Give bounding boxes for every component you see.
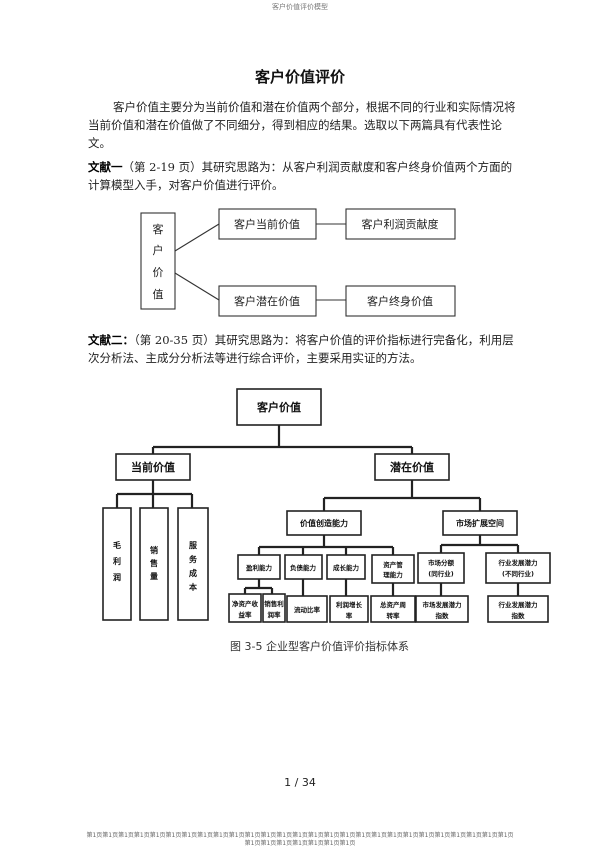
- d2-service-cost-char: 本: [188, 582, 197, 592]
- d2-roe-label: 净资产收: [232, 599, 259, 608]
- d2-service-cost-box: [177, 507, 209, 621]
- d2-market-share-box: [417, 552, 465, 584]
- footer: 第1页第1页第1页第1页第1页第1页第1页第1页第1页第1页第1页第1页第1页第…: [40, 832, 560, 848]
- d2-market-space-box: [442, 510, 518, 536]
- literature-one-label: 文献一: [88, 160, 123, 174]
- d2-industry-potential-index-box: [487, 595, 549, 623]
- d2-potential-value-box: [374, 453, 450, 481]
- d2-industry-potential-index-label: 行业发展潜力: [498, 600, 539, 609]
- d1-lifetime-value-label: 客户终身价值: [367, 294, 433, 308]
- d2-growth-capacity-box: [326, 554, 366, 580]
- d1-connector: [174, 272, 220, 301]
- d2-sales-volume-char: 售: [149, 558, 158, 568]
- d2-profitability-box: [237, 554, 281, 580]
- d1-connector: [174, 223, 220, 252]
- d1-root-char: 客: [153, 222, 164, 236]
- d2-market-share-label: (同行业): [428, 569, 453, 578]
- d2-roe-box: [228, 593, 262, 623]
- d2-current-value-box: [115, 453, 191, 481]
- d2-value-creation-label: 价值创造能力: [300, 518, 348, 528]
- d2-industry-potential-label: 行业发展潜力: [498, 558, 539, 567]
- d1-root-char: 值: [153, 288, 164, 301]
- d2-sales-margin-label: 销售利: [264, 599, 284, 608]
- d2-sales-volume-char: 量: [150, 571, 158, 581]
- d2-service-cost-char: 服: [189, 541, 198, 550]
- d2-asset-mgmt-label: 资产管: [383, 560, 403, 569]
- d2-growth-capacity-label: 成长能力: [333, 563, 360, 572]
- d2-profit-growth-label: 利润增长: [336, 600, 363, 609]
- d2-profitability-label: 盈利能力: [245, 563, 273, 572]
- d1-potential-value-box: [218, 285, 317, 317]
- d2-industry-potential-box: [485, 552, 551, 584]
- d2-current-value-label: 当前价值: [131, 460, 175, 474]
- d2-market-potential-index-label: 指数: [436, 611, 450, 620]
- d2-asset-mgmt-box: [371, 554, 415, 584]
- d2-profit-growth-box: [329, 595, 369, 623]
- d2-potential-value-label: 潜在价值: [390, 460, 434, 474]
- d2-sales-margin-box: [262, 593, 286, 623]
- d2-sales-volume-box: [139, 507, 169, 621]
- d1-profit-contribution-label: 客户利润贡献度: [362, 217, 439, 231]
- d2-market-share-label: 市场分额: [428, 558, 455, 567]
- d2-root-box: [236, 388, 322, 426]
- d2-gross-profit-char: 毛: [113, 540, 121, 550]
- d1-potential-value-label: 客户潜在价值: [234, 294, 300, 308]
- d1-current-value-label: 客户当前价值: [234, 217, 300, 231]
- d2-gross-profit-char: 润: [113, 572, 121, 582]
- d2-current-ratio-label: 流动比率: [294, 605, 321, 614]
- d2-value-creation-box: [286, 510, 362, 536]
- d2-roe-label: 益率: [239, 610, 253, 619]
- d2-asset-mgmt-label: 理能力: [383, 570, 403, 579]
- d2-current-ratio-box: [286, 595, 328, 623]
- d2-debt-capacity-box: [284, 554, 323, 580]
- literature-one-text: （第 2-19 页）其研究思路为：从客户利润贡献度和客户终身价值两个方面的计算模…: [88, 160, 513, 192]
- d2-market-potential-index-label: 市场发展潜力: [423, 600, 463, 609]
- d1-root-char: 户: [153, 243, 164, 257]
- d2-root-label: 客户价值: [256, 400, 301, 414]
- d2-market-potential-index-box: [415, 595, 469, 623]
- d1-lifetime-value-box: [345, 285, 456, 317]
- page-number: 1 / 34: [284, 776, 316, 789]
- d2-asset-turnover-label: 转率: [387, 611, 401, 620]
- d2-profit-growth-label: 率: [346, 611, 353, 620]
- d2-debt-capacity-label: 负债能力: [290, 563, 317, 572]
- d1-root-box: [140, 212, 176, 310]
- d2-sales-margin-label: 润率: [268, 610, 282, 619]
- d2-gross-profit-char: 利: [112, 556, 121, 566]
- d2-gross-profit-box: [102, 507, 132, 621]
- footer-line: 第1页第1页第1页第1页第1页第1页第1页: [244, 840, 356, 847]
- d2-service-cost-char: 务: [189, 554, 198, 564]
- d2-asset-turnover-box: [370, 595, 416, 623]
- footer-line: 第1页第1页第1页第1页第1页第1页第1页第1页第1页第1页第1页第1页第1页第…: [86, 832, 514, 839]
- d1-profit-contribution-box: [345, 208, 456, 240]
- literature-one-paragraph: 文献一（第 2-19 页）其研究思路为：从客户利润贡献度和客户终身价值两个方面的…: [88, 158, 518, 194]
- d2-market-space-label: 市场扩展空间: [456, 518, 504, 528]
- d1-current-value-box: [218, 208, 317, 240]
- d2-service-cost-char: 成: [189, 568, 197, 578]
- literature-two-label: 文献二：: [88, 333, 134, 347]
- d2-asset-turnover-label: 总资产周: [380, 600, 406, 609]
- page-title: 客户价值评价: [254, 68, 345, 86]
- d2-industry-potential-label: (不同行业): [502, 569, 534, 578]
- figure-caption: 图 3-5 企业型客户价值评价指标体系: [230, 639, 409, 653]
- literature-two-text: （第 20-35 页）其研究思路为：将客户价值的评价指标进行完备化，利用层次分析…: [88, 333, 514, 365]
- d1-root-char: 价: [153, 266, 164, 279]
- d2-sales-volume-char: 销: [150, 545, 158, 555]
- intro-paragraph: 客户价值主要分为当前价值和潜在价值两个部分，根据不同的行业和实际情况将当前价值和…: [88, 100, 516, 150]
- d2-industry-potential-index-label: 指数: [512, 611, 526, 620]
- literature-two-paragraph: 文献二：（第 20-35 页）其研究思路为：将客户价值的评价指标进行完备化，利用…: [88, 331, 518, 367]
- running-header: 客户价值评价模型: [272, 3, 328, 11]
